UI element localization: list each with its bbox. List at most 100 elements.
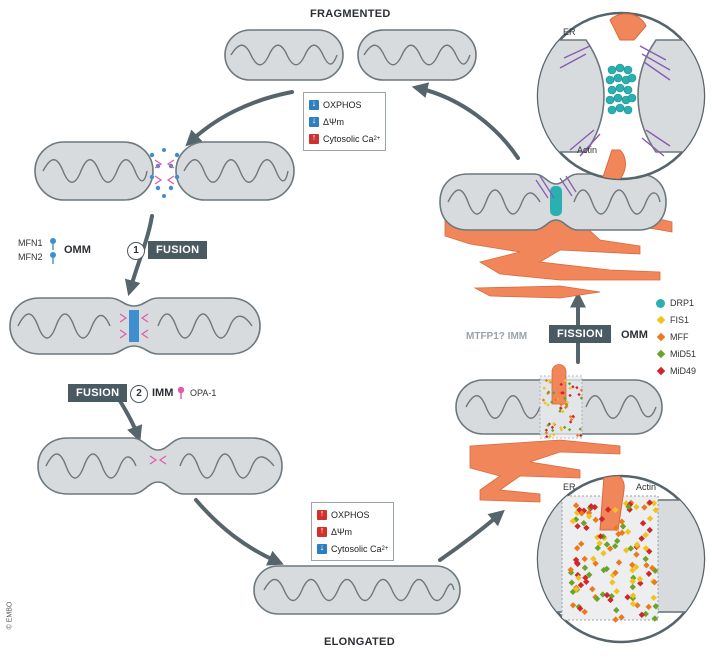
adaptor-protein-dot <box>569 602 577 609</box>
adaptor-protein-dot <box>580 519 588 527</box>
adaptor-protein-dot <box>559 406 563 410</box>
omm-label-fission: OMM <box>621 329 648 341</box>
adaptor-protein-dot <box>541 398 546 402</box>
adaptor-protein-dot <box>573 544 581 552</box>
adaptor-protein-dot <box>613 606 620 614</box>
effect-text: ΔΨm <box>323 116 345 127</box>
adaptor-protein-dot <box>638 611 646 619</box>
adaptor-protein-dot <box>586 571 593 578</box>
mfn1-label: MFN1 <box>18 238 43 248</box>
adaptor-protein-dot <box>639 520 647 527</box>
er-network-bottom <box>469 439 621 503</box>
adaptor-protein-dot <box>643 562 650 569</box>
adaptor-protein-dot <box>550 425 555 430</box>
fusion-step2-tag: FUSION <box>68 384 128 402</box>
effect-text: Cytosolic Ca <box>331 543 382 554</box>
adaptor-protein-dot <box>598 515 606 523</box>
adaptor-protein-dot <box>569 417 574 422</box>
adaptor-protein-dot <box>649 564 656 572</box>
adaptor-protein-dot <box>581 564 589 572</box>
arrow-down-icon <box>317 542 327 554</box>
adaptor-protein-dot <box>638 535 645 542</box>
adaptor-protein-dot <box>551 428 555 433</box>
zoom-bottom <box>536 474 706 644</box>
mfn-tethers <box>149 148 180 198</box>
adaptor-protein-dot <box>579 433 583 438</box>
adaptor-protein-dot <box>545 434 549 439</box>
fis1-diamond-icon <box>656 315 666 325</box>
adaptor-protein-dot <box>619 523 627 530</box>
effect-text: OXPHOS <box>331 509 370 520</box>
opa1-label: OPA-1 <box>190 388 217 398</box>
effect-text: OXPHOS <box>323 99 362 110</box>
elongated-effects-box: OXPHOS ΔΨm Cytosolic Ca2+ <box>311 502 395 561</box>
opa1-icon <box>177 386 185 399</box>
adaptor-protein-dot <box>567 566 574 573</box>
fission-tag: FISSION <box>549 325 612 343</box>
adaptor-protein-dot <box>603 591 611 599</box>
adaptor-protein-dot <box>645 570 653 577</box>
adaptor-protein-dot <box>548 379 552 384</box>
effect-row: ΔΨm <box>317 523 388 540</box>
adaptor-protein-dot <box>627 545 634 552</box>
legend-label: MiD51 <box>670 349 697 359</box>
adaptor-protein-dot <box>568 579 575 586</box>
omm-label-step1: OMM <box>64 244 91 256</box>
adaptor-protein-dot <box>629 567 636 574</box>
legend-item-drp1: DRP1 <box>656 298 694 308</box>
step-2-marker: 2 <box>130 385 148 403</box>
adaptor-protein-dot <box>615 559 623 566</box>
state-fragmented-title: FRAGMENTED <box>310 8 391 20</box>
adaptor-protein-dot <box>590 555 597 563</box>
arrow-to-elongated <box>194 498 284 566</box>
adaptor-protein-dot <box>567 381 572 386</box>
zoom-top <box>536 11 706 181</box>
step-1-marker: 1 <box>127 242 145 260</box>
adaptor-protein-dot <box>609 579 616 586</box>
adaptor-protein-dot <box>577 581 585 589</box>
mito-elongated <box>253 565 461 615</box>
fragmented-effects-box: OXPHOS ΔΨm Cytosolic Ca2+ <box>303 92 387 151</box>
arrow-to-fragmented <box>411 82 520 160</box>
legend-label: MiD49 <box>670 366 697 376</box>
adaptor-protein-dot <box>612 616 619 623</box>
adaptor-protein-dot <box>651 615 658 622</box>
adaptor-protein-dot <box>576 605 584 612</box>
legend-label: DRP1 <box>670 298 695 308</box>
adaptor-protein-dot <box>574 523 581 530</box>
arrow-up-icon <box>309 132 319 144</box>
adaptor-protein-dot <box>606 545 614 552</box>
adaptor-protein-dot <box>573 585 580 593</box>
legend-item-mid49: MiD49 <box>656 366 696 376</box>
mid49-diamond-icon <box>656 366 666 376</box>
mff-diamond-icon <box>656 332 666 342</box>
effect-row: Cytosolic Ca2+ <box>309 130 380 147</box>
adaptor-protein-dot <box>636 575 644 583</box>
legend-item-mid51: MiD51 <box>656 349 696 359</box>
adaptor-protein-dot <box>637 580 644 587</box>
adaptor-protein-dot <box>613 588 620 595</box>
mito-fragmented-left <box>224 29 344 81</box>
adaptor-protein-dot <box>579 388 584 392</box>
adaptor-protein-dot <box>583 578 590 585</box>
adaptor-protein-dot <box>546 423 550 427</box>
mito-fusion-omm-pair <box>34 141 295 201</box>
effect-row: OXPHOS <box>317 506 388 523</box>
adaptor-protein-dot <box>629 600 637 607</box>
adaptor-protein-dot <box>642 555 649 563</box>
adaptor-protein-dot <box>543 401 547 405</box>
arrow-down-icon <box>309 115 319 127</box>
adaptor-protein-dot <box>646 526 653 534</box>
adaptor-protein-dot <box>646 548 653 555</box>
adaptor-protein-dot <box>642 545 650 552</box>
effect-superscript: 2+ <box>373 135 381 142</box>
effect-row: Cytosolic Ca2+ <box>317 540 388 557</box>
adaptor-protein-dot <box>629 578 636 585</box>
adaptor-protein-dot <box>633 541 641 548</box>
adaptor-protein-dot <box>642 531 649 539</box>
mfn-icon <box>50 238 56 264</box>
adaptor-protein-dot <box>578 540 585 548</box>
adaptor-protein-dot <box>575 574 582 582</box>
effect-text: Cytosolic Ca <box>323 133 374 144</box>
adaptor-protein-dot <box>618 518 626 525</box>
